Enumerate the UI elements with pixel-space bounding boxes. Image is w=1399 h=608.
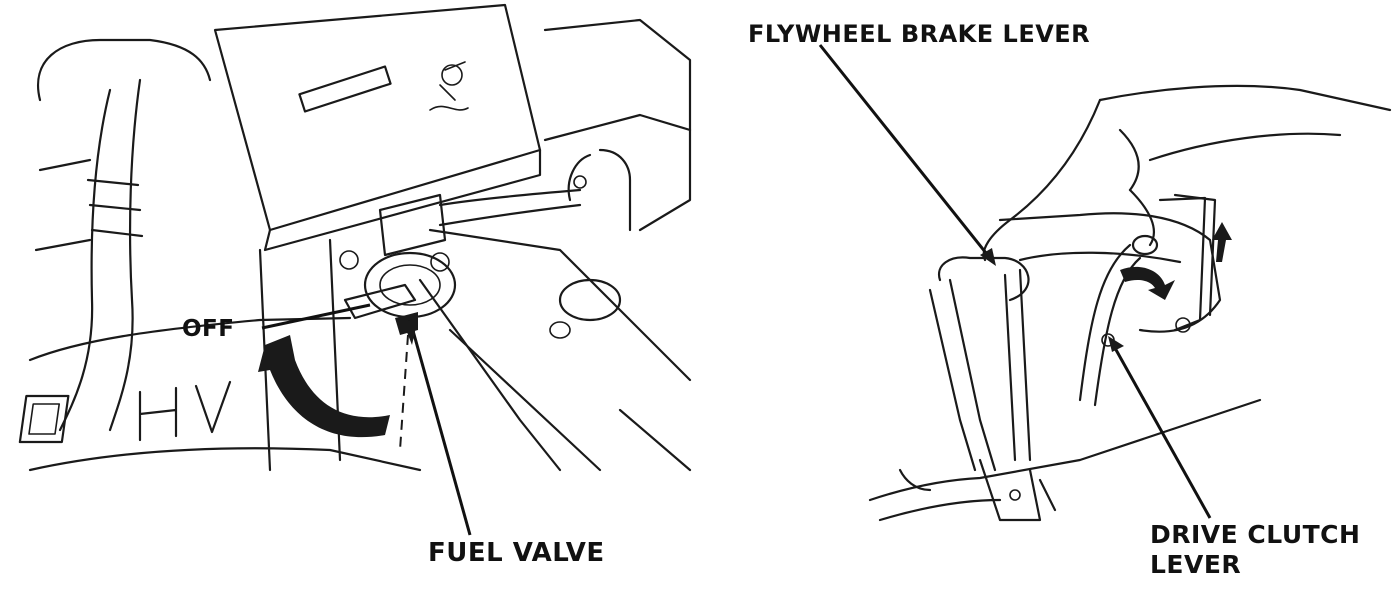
fuel-valve-housing bbox=[363, 251, 457, 319]
cover-knob-icon bbox=[441, 64, 463, 86]
fuel-valve-label: FUEL VALVE bbox=[428, 538, 605, 568]
fuel-valve-body bbox=[378, 193, 447, 257]
drive-clutch-leader-line bbox=[1113, 347, 1212, 519]
engine-cover-outline bbox=[37, 38, 212, 102]
turn-arrow-icon bbox=[258, 335, 390, 438]
flywheel-brake-leader-line bbox=[818, 44, 992, 259]
handlebar-levers-illustration bbox=[818, 44, 1392, 522]
handle-grip bbox=[998, 212, 1222, 333]
drive-clutch-lever-label-line2: LEVER bbox=[1150, 550, 1242, 579]
fuel-valve-leader-line bbox=[408, 319, 472, 536]
drive-clutch-lever-shape bbox=[1078, 243, 1132, 402]
off-label: OFF bbox=[182, 316, 235, 342]
air-cleaner-box bbox=[213, 3, 542, 232]
off-leader-line bbox=[261, 303, 371, 330]
flywheel-brake-lever-label: FLYWHEEL BRAKE LEVER bbox=[748, 20, 1091, 48]
hand-outline bbox=[1098, 84, 1392, 112]
drive-clutch-lever-label-line1: DRIVE CLUTCH bbox=[1150, 520, 1361, 549]
cover-slot bbox=[298, 65, 392, 113]
fuel-valve-lever bbox=[343, 283, 417, 320]
engine-fuel-valve-illustration bbox=[18, 3, 692, 536]
flywheel-brake-lever-shape bbox=[937, 256, 1030, 302]
ohv-emblem bbox=[18, 380, 232, 444]
up-arrow-icon bbox=[1212, 222, 1232, 262]
squeeze-arrow-icon bbox=[1120, 266, 1175, 300]
